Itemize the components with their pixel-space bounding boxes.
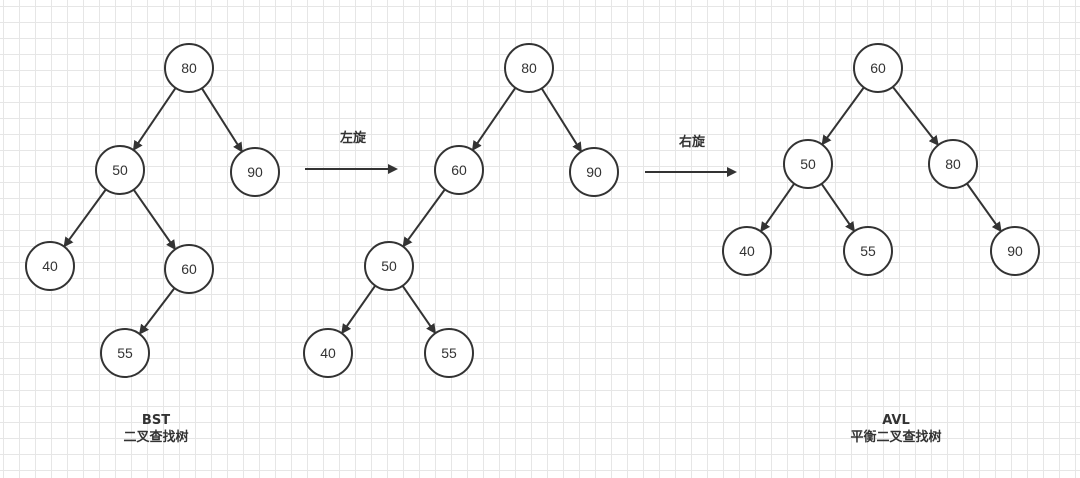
tree-node-60: 60 [164,244,214,294]
edge-60-to-50 [821,86,865,146]
node-label: 90 [247,164,263,180]
node-label: 40 [42,258,58,274]
edge-50-to-55 [401,285,436,335]
edge-50-to-40 [760,183,796,233]
node-label: 50 [381,258,397,274]
node-label: 50 [112,162,128,178]
tree-node-80: 80 [504,43,554,93]
tree-node-80: 80 [164,43,214,93]
tree-node-90: 90 [990,226,1040,276]
tree-node-90: 90 [230,147,280,197]
node-circle [990,226,1040,276]
edge-60-to-80 [892,86,939,146]
tree-node-40: 40 [25,241,75,291]
avl-caption-subtitle: 平衡二叉查找树 [850,429,941,445]
node-circle [783,139,833,189]
node-circle [364,241,414,291]
edge-60-to-50 [402,188,446,248]
node-circle [928,139,978,189]
edge-80-to-90 [540,87,582,153]
edge-80-to-90 [201,87,243,153]
left-rotation-transition: 左旋 [305,130,398,174]
node-label: 60 [181,261,197,277]
node-circle [569,147,619,197]
node-label: 60 [870,60,886,76]
node-circle [164,244,214,294]
edge-50-to-55 [820,183,855,233]
edge-60-to-55 [138,287,176,335]
edge-80-to-50 [132,87,177,151]
node-circle [164,43,214,93]
node-label: 80 [181,60,197,76]
node-circle [504,43,554,93]
node-label: 55 [860,243,876,259]
node-circle [95,145,145,195]
edge-50-to-60 [132,189,176,251]
node-circle [722,226,772,276]
node-label: 60 [451,162,467,178]
node-circle [230,147,280,197]
node-circle [424,328,474,378]
node-circle [303,328,353,378]
avl-caption: AVL 平衡二叉查找树 [850,413,941,445]
right-rotation-transition: 右旋 [645,134,737,177]
node-label: 80 [945,156,961,172]
avl-caption-title: AVL [882,413,910,428]
node-label: 80 [521,60,537,76]
node-circle [853,43,903,93]
avl-tree: 60 50 80 40 55 90 [722,43,1040,276]
bst-tree: 80 50 90 40 60 55 [25,43,280,378]
node-label: 50 [800,156,816,172]
tree-node-50: 50 [364,241,414,291]
intermediate-tree: 80 60 90 50 40 55 [303,43,619,378]
tree-node-40: 40 [303,328,353,378]
tree-node-40: 40 [722,226,772,276]
node-circle [25,241,75,291]
bst-caption: BST 二叉查找树 [123,413,188,445]
tree-node-60: 60 [434,145,484,195]
tree-node-55: 55 [843,226,893,276]
node-label: 40 [739,243,755,259]
node-label: 90 [1007,243,1023,259]
tree-node-90: 90 [569,147,619,197]
tree-node-55: 55 [424,328,474,378]
left-rotation-label: 左旋 [340,130,367,146]
node-label: 55 [441,345,457,361]
edge-80-to-60 [471,87,517,152]
tree-node-50: 50 [95,145,145,195]
tree-node-55: 55 [100,328,150,378]
node-label: 90 [586,164,602,180]
bst-caption-subtitle: 二叉查找树 [123,429,188,445]
node-circle [434,145,484,195]
node-label: 55 [117,345,133,361]
node-circle [843,226,893,276]
node-label: 40 [320,345,336,361]
tree-node-60: 60 [853,43,903,93]
bst-caption-title: BST [142,413,170,428]
edge-50-to-40 [341,285,377,335]
node-circle [100,328,150,378]
tree-node-80: 80 [928,139,978,189]
edge-50-to-40 [63,188,107,248]
right-rotation-label: 右旋 [678,134,706,150]
edge-80-to-90 [966,182,1002,233]
tree-node-50: 50 [783,139,833,189]
